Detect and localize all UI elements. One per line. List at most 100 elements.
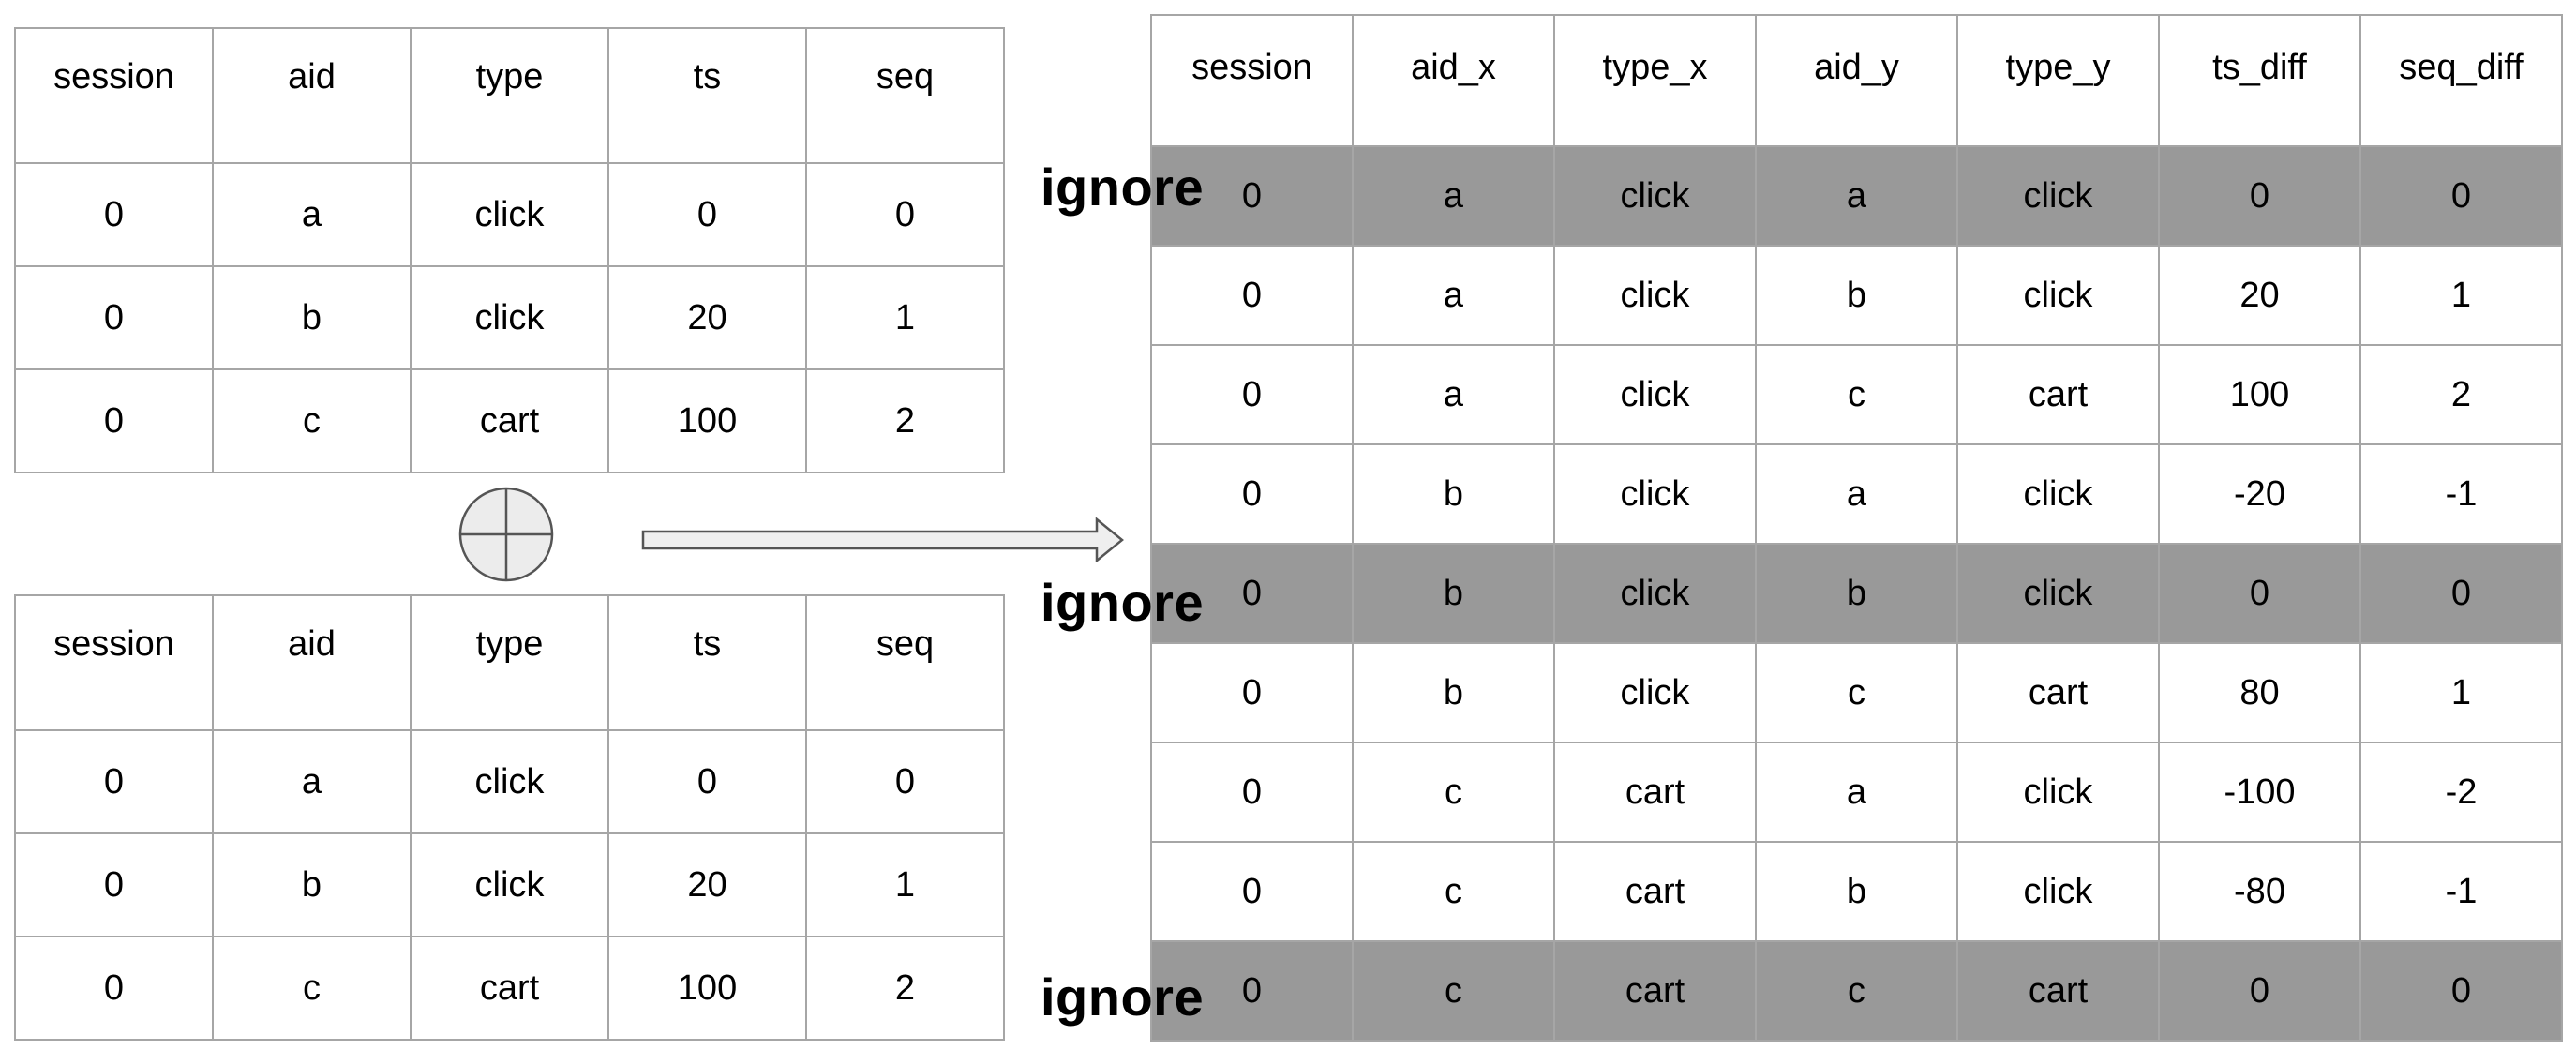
ignore-label: ignore bbox=[1041, 968, 1205, 1027]
table-cell: a bbox=[1755, 443, 1958, 545]
column-header: aid_x bbox=[1352, 14, 1555, 147]
table-cell: 1 bbox=[2359, 642, 2563, 743]
table-cell: a bbox=[1755, 145, 1958, 247]
table-cell: click bbox=[410, 729, 609, 834]
table-cell: b bbox=[1352, 642, 1555, 743]
table-cell: click bbox=[410, 832, 609, 938]
column-header: aid_y bbox=[1755, 14, 1958, 147]
table-cell: 0 bbox=[1150, 344, 1354, 445]
table-cell: b bbox=[1755, 245, 1958, 346]
table-cell: 20 bbox=[607, 265, 807, 370]
table-cell: 0 bbox=[2158, 543, 2361, 644]
table-cell: b bbox=[1755, 841, 1958, 942]
table-cell: -80 bbox=[2158, 841, 2361, 942]
column-header: aid bbox=[212, 27, 412, 164]
table-cell: -1 bbox=[2359, 841, 2563, 942]
table-cell: c bbox=[1352, 742, 1555, 843]
table-cell: 1 bbox=[2359, 245, 2563, 346]
table-cell: c bbox=[212, 936, 412, 1041]
table-cell: click bbox=[1956, 245, 2160, 346]
table-cell: b bbox=[212, 832, 412, 938]
table-cell: 100 bbox=[2158, 344, 2361, 445]
table-cell: 0 bbox=[14, 368, 214, 473]
table-cell: cart bbox=[1956, 940, 2160, 1042]
table-cell: 0 bbox=[607, 162, 807, 267]
table-cell: a bbox=[1352, 245, 1555, 346]
ignore-label: ignore bbox=[1041, 573, 1205, 632]
table-cell: a bbox=[1352, 145, 1555, 247]
table-cell: 0 bbox=[14, 162, 214, 267]
table-cell: 2 bbox=[2359, 344, 2563, 445]
table-cell: 0 bbox=[1150, 742, 1354, 843]
table-cell: 0 bbox=[2359, 940, 2563, 1042]
table-cell: 1 bbox=[805, 265, 1005, 370]
table-cell: 0 bbox=[14, 265, 214, 370]
table-cell: 0 bbox=[1150, 145, 1354, 247]
table-cell: cart bbox=[410, 368, 609, 473]
table-cell: c bbox=[212, 368, 412, 473]
column-header: seq_diff bbox=[2359, 14, 2563, 147]
column-header: ts bbox=[607, 594, 807, 731]
table-cell: 0 bbox=[14, 936, 214, 1041]
table-cell: 0 bbox=[2158, 940, 2361, 1042]
table-cell: 100 bbox=[607, 936, 807, 1041]
column-header: session bbox=[14, 27, 214, 164]
table-cell: c bbox=[1755, 344, 1958, 445]
table-cell: click bbox=[1956, 443, 2160, 545]
table-cell: b bbox=[1352, 443, 1555, 545]
cross-join-icon bbox=[458, 487, 554, 582]
table-cell: click bbox=[410, 162, 609, 267]
table-cell: click bbox=[1956, 145, 2160, 247]
table-cell: click bbox=[1553, 443, 1757, 545]
column-header: session bbox=[1150, 14, 1354, 147]
table-cell: click bbox=[1553, 245, 1757, 346]
table-cell: 0 bbox=[1150, 543, 1354, 644]
column-header: aid bbox=[212, 594, 412, 731]
table-cell: -100 bbox=[2158, 742, 2361, 843]
table-cell: 20 bbox=[607, 832, 807, 938]
table-cell: 0 bbox=[1150, 245, 1354, 346]
column-header: seq bbox=[805, 27, 1005, 164]
table-cell: cart bbox=[1956, 642, 2160, 743]
table-cell: b bbox=[212, 265, 412, 370]
table-cell: 0 bbox=[1150, 841, 1354, 942]
table-cell: click bbox=[1553, 642, 1757, 743]
table-cell: c bbox=[1755, 642, 1958, 743]
column-header: type_x bbox=[1553, 14, 1757, 147]
table-cell: cart bbox=[1553, 841, 1757, 942]
table-cell: 0 bbox=[805, 729, 1005, 834]
right-arrow-icon bbox=[641, 518, 1124, 562]
column-header: ts_diff bbox=[2158, 14, 2361, 147]
table-cell: 80 bbox=[2158, 642, 2361, 743]
table-cell: click bbox=[1956, 742, 2160, 843]
table-cell: 2 bbox=[805, 368, 1005, 473]
table-cell: -1 bbox=[2359, 443, 2563, 545]
table-cell: a bbox=[212, 729, 412, 834]
table-cell: -2 bbox=[2359, 742, 2563, 843]
table-cell: a bbox=[1755, 742, 1958, 843]
table-cell: 0 bbox=[607, 729, 807, 834]
table-cell: click bbox=[1956, 543, 2160, 644]
table-cell: b bbox=[1352, 543, 1555, 644]
table-cell: a bbox=[212, 162, 412, 267]
table-cell: cart bbox=[1956, 344, 2160, 445]
ignore-label: ignore bbox=[1041, 158, 1205, 217]
column-header: type_y bbox=[1956, 14, 2160, 147]
column-header: seq bbox=[805, 594, 1005, 731]
